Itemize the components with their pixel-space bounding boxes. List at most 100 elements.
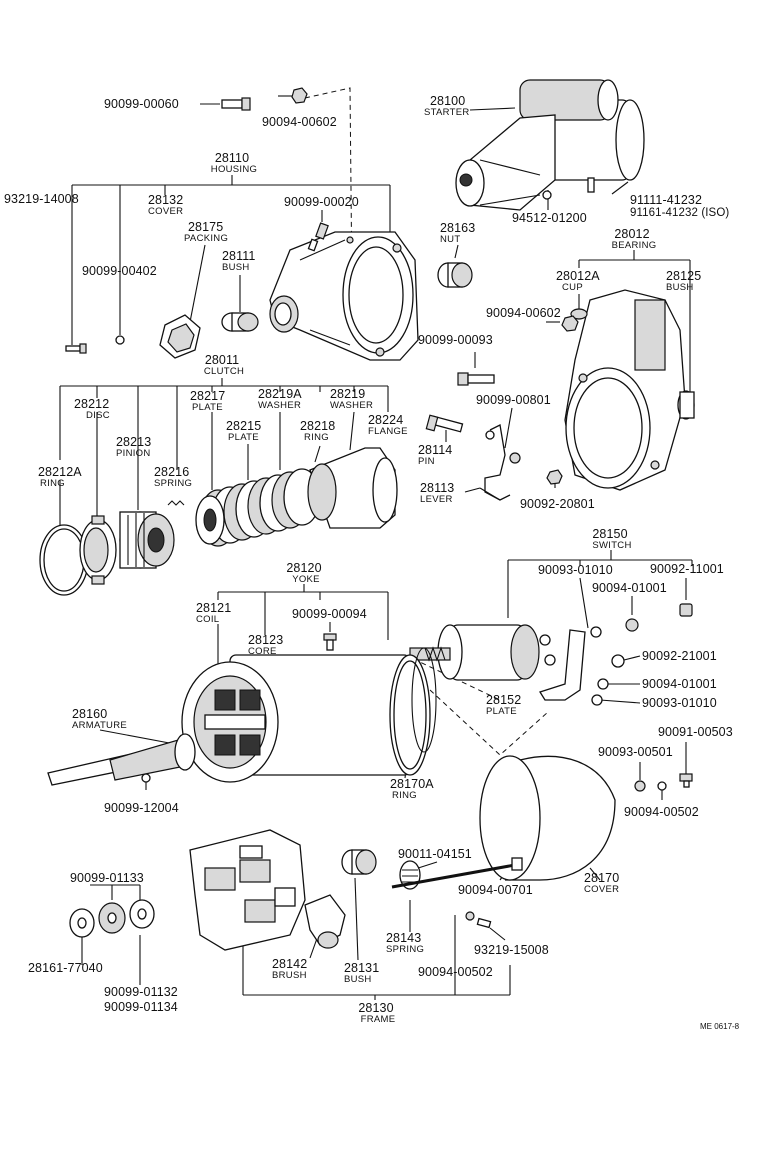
part-number: 28175: [188, 220, 224, 234]
part-name: PIN: [418, 456, 435, 467]
part-number: 28161-77040: [28, 961, 103, 975]
disc-icon: [79, 515, 117, 585]
brush-icon: [304, 894, 346, 949]
part-number: 28163: [440, 221, 476, 235]
nut-icon: [561, 315, 579, 332]
screw-icon: [307, 222, 329, 252]
part-number: 28212A: [38, 465, 82, 479]
pinion-gear-icon: [119, 511, 175, 569]
part-number: 90093-00501: [598, 745, 673, 759]
washer-icon: [657, 781, 667, 791]
part-number: 28011: [204, 353, 240, 367]
screw-icon: [323, 633, 337, 651]
part-number: 28120: [286, 561, 322, 575]
part-number: 28012: [614, 227, 650, 241]
bearing-housing-icon: [564, 289, 695, 491]
spring-icon: [167, 500, 185, 506]
starter-assembly-icon: [455, 79, 645, 211]
part-number: 90099-00060: [104, 97, 179, 111]
part-number: 90099-00020: [284, 195, 359, 209]
part-number: 90099-00801: [476, 393, 551, 407]
ring-icon: [411, 647, 437, 753]
nut-icon: [611, 654, 625, 668]
part-name: COVER: [148, 206, 184, 217]
part-name: WASHER: [330, 400, 374, 411]
mounting-plate-icon: [539, 629, 586, 701]
part-name: CLUTCH: [203, 366, 245, 377]
part-name: LEVER: [420, 494, 453, 505]
part-number: 28114: [418, 443, 453, 457]
part-number: 90092-20801: [520, 497, 595, 511]
part-name: PLATE: [228, 432, 259, 443]
part-number: 28111: [222, 249, 256, 263]
part-number: 28113: [420, 481, 455, 495]
diagram-code: ME 0617-8: [700, 1022, 740, 1031]
cover-icon: [479, 755, 616, 881]
part-name: RING: [304, 432, 329, 443]
part-number: 28012A: [556, 269, 600, 283]
part-name: BUSH: [344, 974, 372, 985]
part-name: BUSH: [222, 262, 250, 273]
bolt-icon: [457, 372, 495, 386]
part-number: 28142: [272, 957, 308, 971]
part-number: 90092-21001: [642, 649, 717, 663]
cover-plate-icon: [159, 314, 201, 359]
flange-icon: [307, 447, 398, 529]
part-name: RING: [392, 790, 417, 801]
part-name: STARTER: [424, 107, 470, 118]
washer-icon: [98, 902, 126, 934]
clutch-plates-icon: [195, 468, 321, 547]
part-number: 90091-00503: [658, 725, 733, 739]
housing-icon: [269, 231, 419, 361]
part-number: 28100: [430, 94, 466, 108]
yoke-icon: [181, 654, 431, 783]
part-number: 28123: [248, 633, 284, 647]
part-number: 90099-01132: [104, 985, 178, 999]
part-number: 28110: [214, 151, 250, 165]
part-name: COIL: [196, 614, 220, 625]
part-name: FLANGE: [368, 426, 408, 437]
part-name: CUP: [562, 282, 583, 293]
part-name: HOUSING: [210, 164, 258, 175]
part-number: 28224: [368, 413, 404, 427]
washer-icon: [634, 780, 646, 792]
part-number: 28213: [116, 435, 152, 449]
part-number: 90094-00602: [486, 306, 561, 320]
washer-icon: [69, 908, 95, 938]
washer-icon: [591, 694, 603, 706]
part-name: PINION: [116, 448, 151, 459]
part-name: CORE: [248, 646, 277, 657]
part-number: 28215: [226, 419, 262, 433]
part-number: 28160: [72, 707, 108, 721]
lever-icon: [479, 424, 521, 501]
part-number: 90094-00502: [624, 805, 699, 819]
part-number: 28216: [154, 465, 190, 479]
part-number: 93219-15008: [474, 943, 549, 957]
part-number: 93219-14008: [4, 192, 79, 206]
part-name: DISC: [86, 410, 110, 421]
part-number: 91111-41232: [630, 193, 702, 207]
part-number: 91161-41232 (ISO): [630, 207, 730, 219]
screw-icon: [65, 343, 87, 354]
through-bolt-icon: [391, 857, 523, 889]
part-name: PACKING: [184, 233, 229, 244]
part-name: WASHER: [258, 400, 302, 411]
part-number: 90094-01001: [592, 581, 667, 595]
part-number: 90094-01001: [642, 677, 717, 691]
pin-icon: [425, 414, 464, 433]
part-number: 28152: [486, 693, 522, 707]
leader-lines: [59, 87, 693, 1000]
part-name: SPRING: [386, 944, 425, 955]
part-number: 90099-01134: [104, 1000, 178, 1014]
part-number: 90011-04151: [398, 847, 472, 861]
part-name: YOKE: [292, 574, 320, 585]
part-number: 90099-00093: [418, 333, 493, 347]
part-number: 28218: [300, 419, 336, 433]
nut-icon: [437, 262, 473, 288]
bush-icon: [341, 849, 377, 875]
part-name: COVER: [584, 884, 620, 895]
part-name: BUSH: [666, 282, 694, 293]
bush-icon: [221, 312, 259, 332]
part-name: PLATE: [486, 706, 517, 717]
